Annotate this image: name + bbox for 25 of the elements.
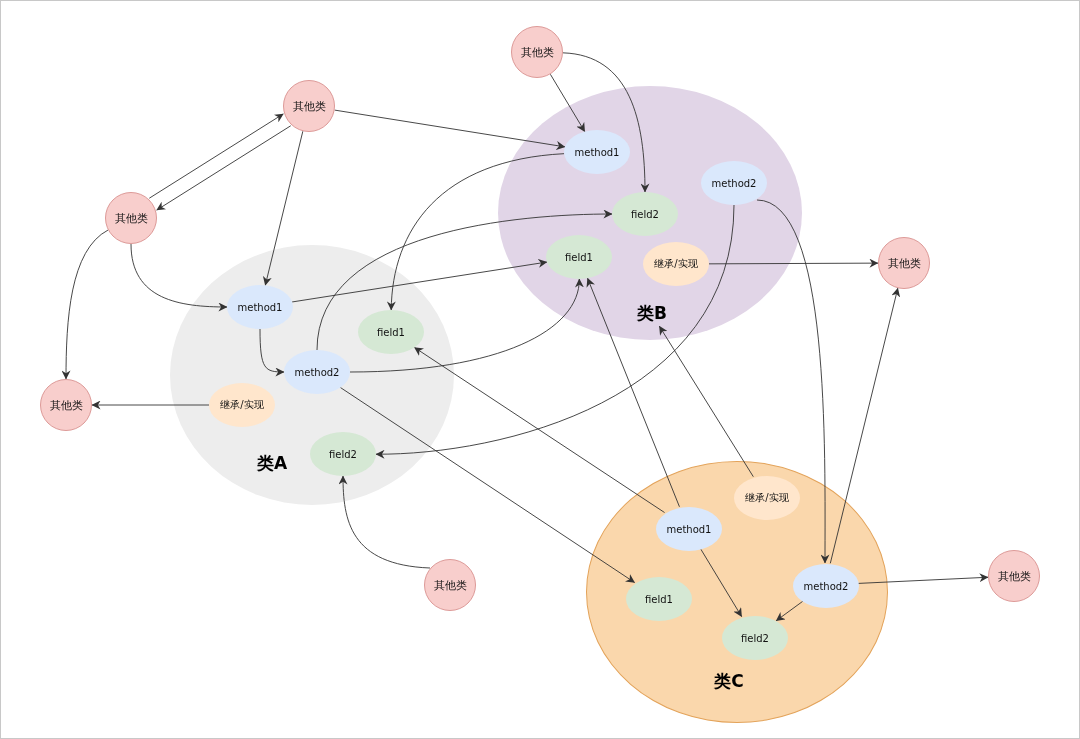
field-oval: field2: [722, 616, 788, 660]
method-oval: method1: [564, 130, 630, 174]
class-circle: 其他类: [878, 237, 930, 289]
class-circle: 其他类: [424, 559, 476, 611]
field-oval: field1: [546, 235, 612, 279]
class-circle: 其他类: [105, 192, 157, 244]
method-oval: method1: [227, 285, 293, 329]
class-circle: 其他类: [40, 379, 92, 431]
inheritance-oval: 继承/实现: [209, 383, 275, 427]
inheritance-oval: 继承/实现: [643, 242, 709, 286]
class-circle: 其他类: [988, 550, 1040, 602]
field-oval: field2: [612, 192, 678, 236]
class-circle: 其他类: [283, 80, 335, 132]
method-oval: method1: [656, 507, 722, 551]
class-circle: 其他类: [511, 26, 563, 78]
class-label: 类B: [637, 301, 667, 325]
field-oval: field2: [310, 432, 376, 476]
inheritance-oval: 继承/实现: [734, 476, 800, 520]
field-oval: field1: [626, 577, 692, 621]
field-oval: field1: [358, 310, 424, 354]
class-label: 类A: [256, 451, 288, 475]
method-oval: method2: [793, 564, 859, 608]
method-oval: method2: [701, 161, 767, 205]
class-label: 类C: [714, 669, 744, 693]
method-oval: method2: [284, 350, 350, 394]
